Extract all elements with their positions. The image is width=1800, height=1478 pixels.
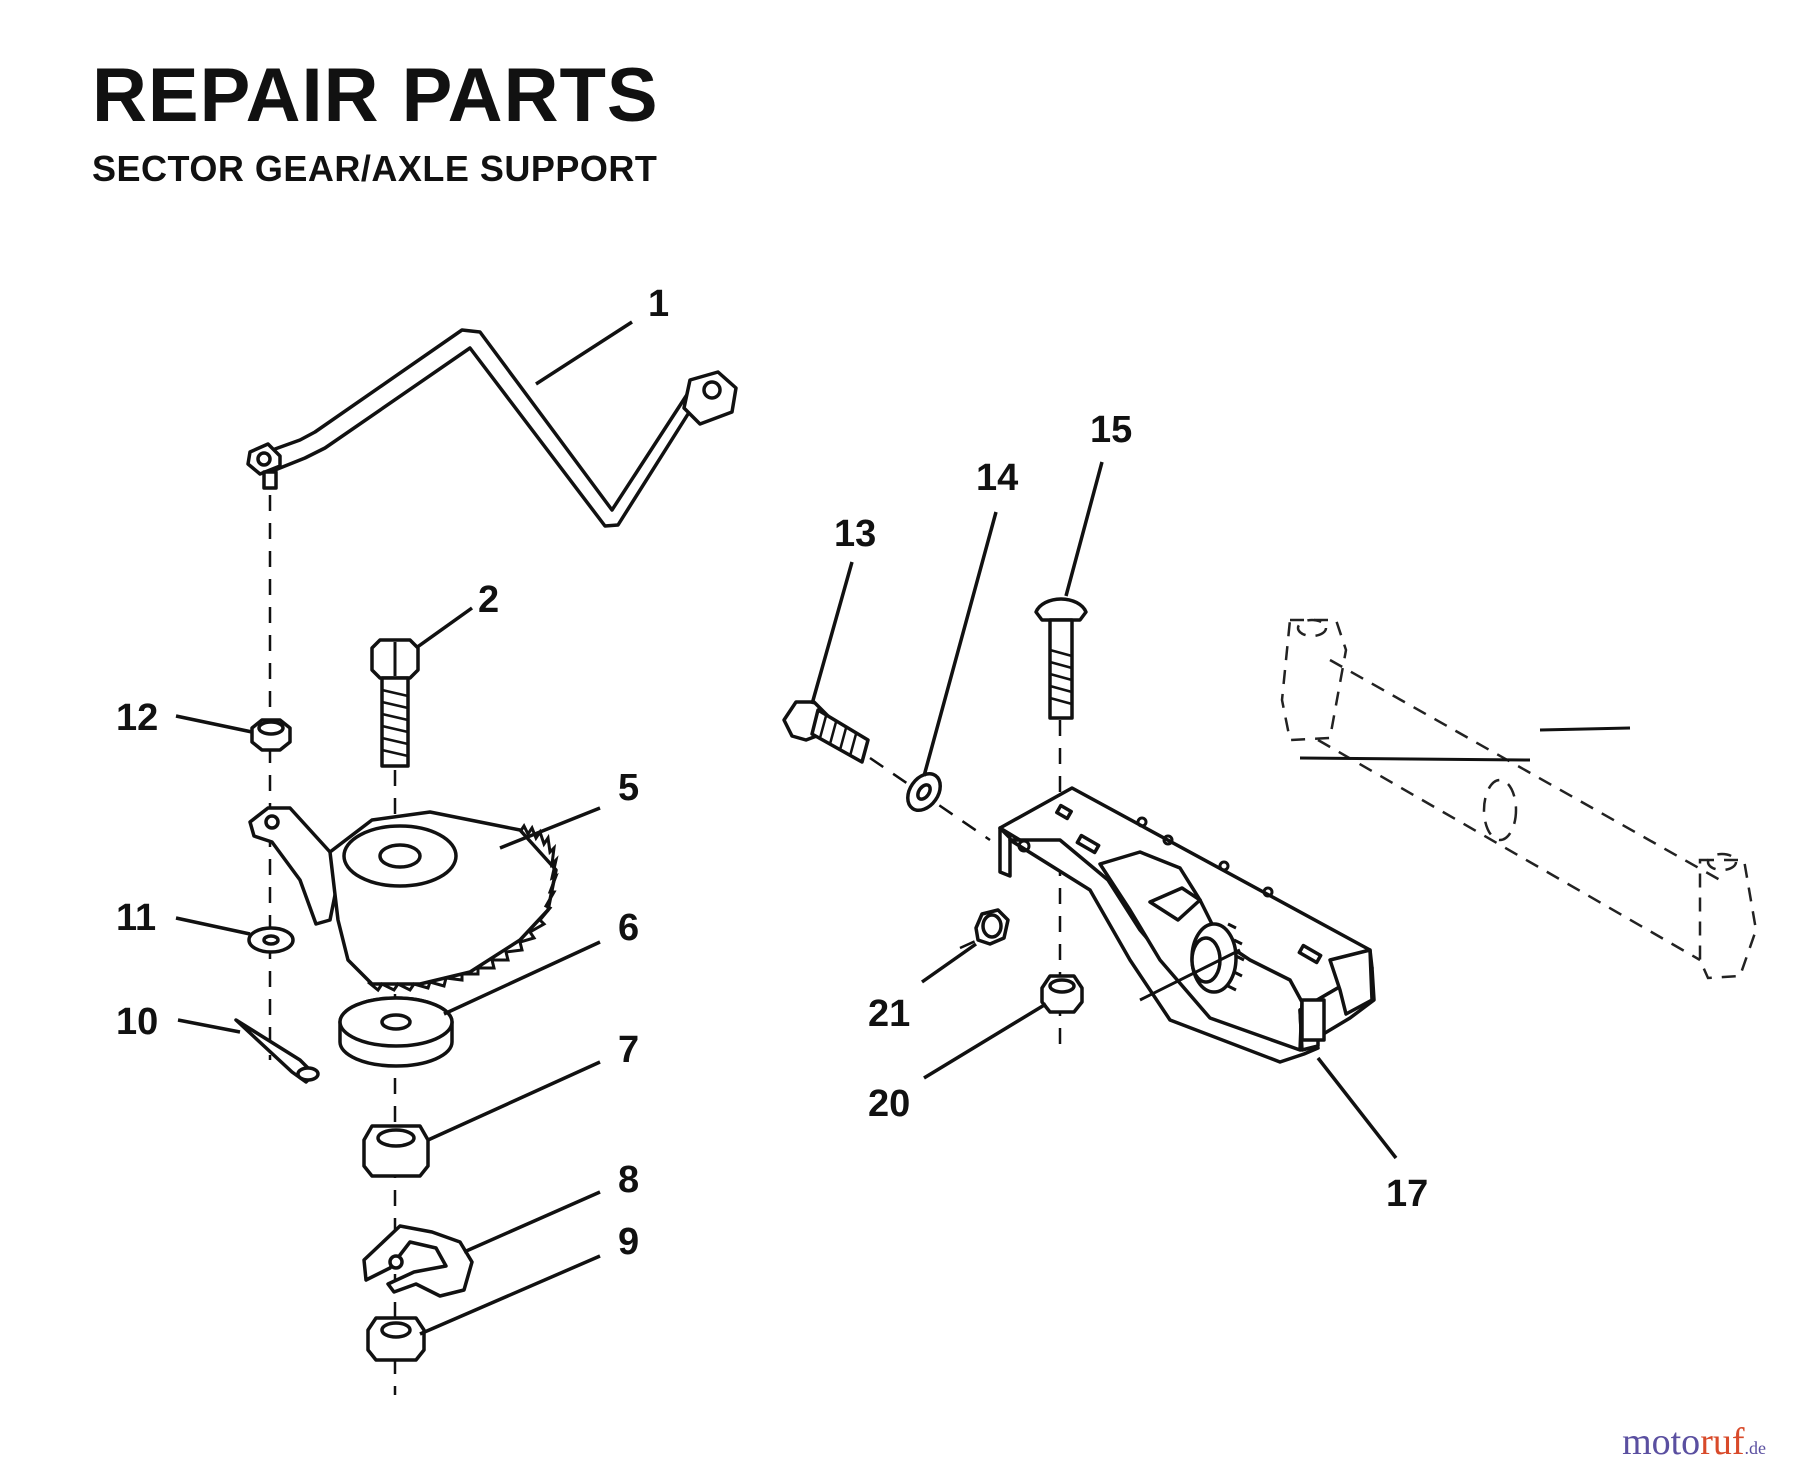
callout-9: 9 xyxy=(618,1221,639,1263)
callout-20: 20 xyxy=(868,1083,910,1125)
callout-13: 13 xyxy=(834,513,876,555)
leader-8 xyxy=(463,1190,601,1254)
page-title: REPAIR PARTS xyxy=(92,53,659,138)
callout-12: 12 xyxy=(116,697,158,739)
watermark-part-a: moto xyxy=(1622,1421,1701,1463)
part-7-nut xyxy=(362,1124,430,1178)
leader-2 xyxy=(414,606,474,650)
leader-1 xyxy=(535,320,633,386)
part-17-axle-support xyxy=(998,786,1376,1064)
part-6-spacer xyxy=(338,996,454,1068)
part-5-sector-gear xyxy=(248,806,559,993)
callout-2: 2 xyxy=(478,579,499,621)
leader-14 xyxy=(922,511,998,777)
part-2-bolt xyxy=(370,638,420,768)
callout-11: 11 xyxy=(116,897,156,939)
watermark-part-c: .de xyxy=(1744,1438,1767,1458)
part-12-flange-nut xyxy=(250,718,292,752)
leader-5 xyxy=(499,806,601,850)
leader-13 xyxy=(810,561,854,705)
leader-7 xyxy=(427,1060,601,1142)
callout-6: 6 xyxy=(618,907,639,949)
leader-15 xyxy=(1064,461,1104,597)
leader-20 xyxy=(923,1002,1047,1080)
part-11-washer xyxy=(247,926,295,954)
callout-7: 7 xyxy=(618,1029,639,1071)
leader-21 xyxy=(920,942,978,984)
callout-14: 14 xyxy=(976,457,1018,499)
part-13-hex-bolt xyxy=(782,700,870,764)
leader-11 xyxy=(175,916,251,936)
leader-10 xyxy=(177,1018,241,1034)
callout-15: 15 xyxy=(1090,409,1132,451)
part-9-nut xyxy=(366,1316,426,1362)
phantom-axle xyxy=(1280,618,1758,980)
callout-1: 1 xyxy=(648,283,669,325)
leader-9 xyxy=(419,1254,601,1336)
leader-17 xyxy=(1316,1056,1398,1160)
watermark-part-b: ruf xyxy=(1700,1421,1745,1463)
callout-17: 17 xyxy=(1386,1173,1428,1215)
callout-8: 8 xyxy=(618,1159,639,1201)
part-1-drag-link xyxy=(246,328,738,528)
part-20-nut xyxy=(1040,974,1084,1014)
leader-12 xyxy=(175,714,253,734)
page-subtitle: SECTOR GEAR/AXLE SUPPORT xyxy=(92,148,658,189)
part-14-washer xyxy=(906,772,942,812)
part-21-nut xyxy=(974,908,1010,946)
axis-line-bolt-13 xyxy=(869,756,991,842)
part-15-carriage-bolt xyxy=(1034,597,1088,720)
part-10-cotter-pin xyxy=(234,1018,320,1084)
part-8-clamp xyxy=(362,1224,474,1298)
watermark-logo: motoruf.de xyxy=(1622,1420,1766,1464)
callout-5: 5 xyxy=(618,767,639,809)
callout-10: 10 xyxy=(116,1001,158,1043)
callout-21: 21 xyxy=(868,993,910,1035)
leader-6 xyxy=(443,940,601,1016)
